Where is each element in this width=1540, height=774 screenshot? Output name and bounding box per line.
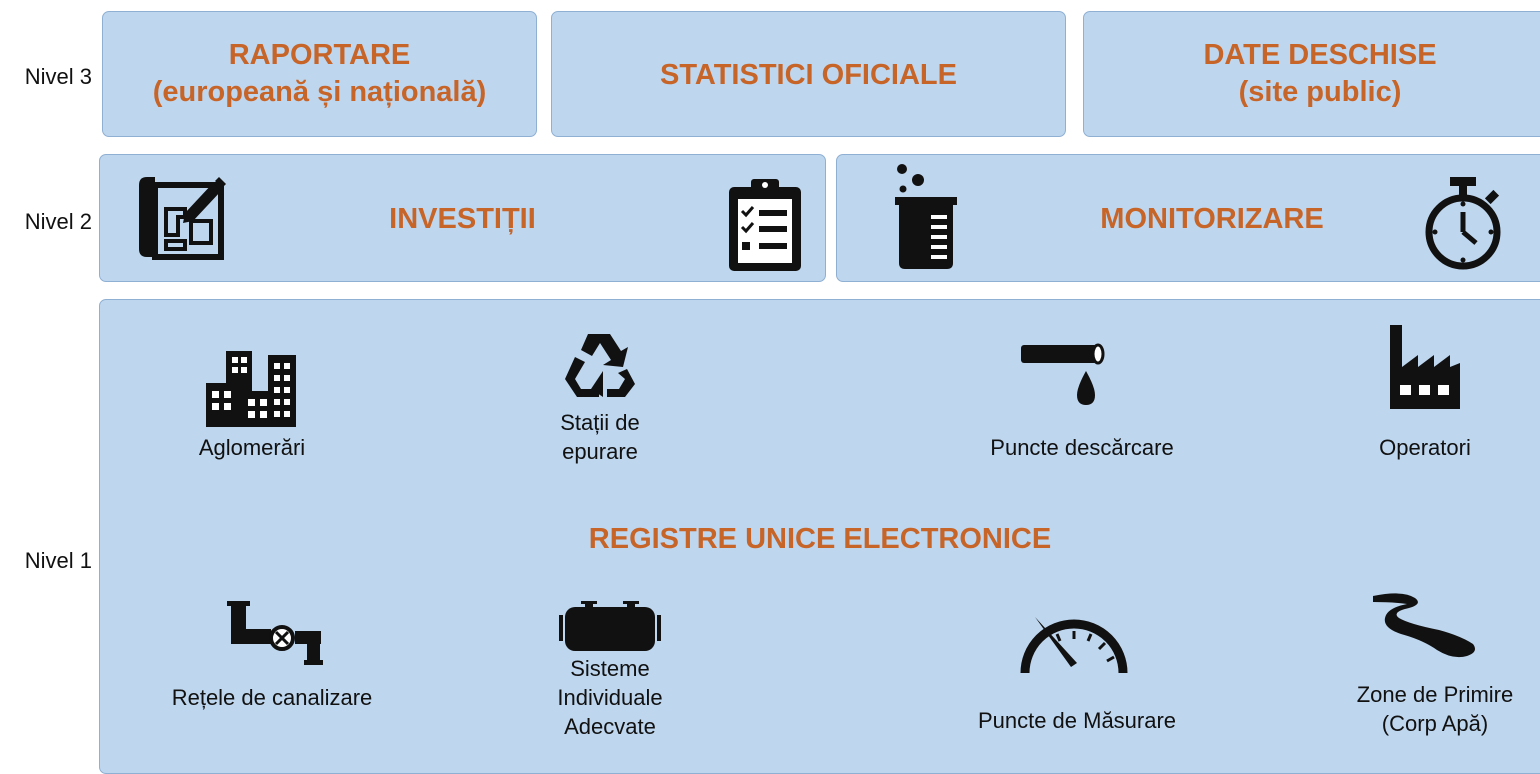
date-deschise-title: DATE DESCHISE (site public) bbox=[1203, 39, 1437, 108]
aglomerari-label: Aglomerări bbox=[198, 435, 306, 460]
gauge-icon bbox=[1019, 603, 1129, 679]
zone-primire-label: Zone de Primire (Corp Apă) bbox=[1356, 682, 1514, 736]
registre-box: Aglomerări Stații de epurare Puncte desc… bbox=[99, 299, 1540, 774]
level-label-2: Nivel 2 bbox=[24, 209, 92, 234]
date-deschise-box: DATE DESCHISE (site public) bbox=[1083, 11, 1540, 137]
monitorizare-title: MONITORIZARE bbox=[1100, 203, 1324, 235]
statistici-title: STATISTICI OFICIALE bbox=[660, 59, 957, 91]
stopwatch-icon bbox=[1422, 175, 1508, 271]
buildings-icon bbox=[204, 351, 300, 427]
puncte-masurare-label: Puncte de Măsurare bbox=[977, 708, 1177, 733]
investitii-box: INVESTIȚII bbox=[99, 154, 826, 282]
puncte-descarcare-label: Puncte descărcare bbox=[990, 435, 1174, 460]
retele-canalizare-label: Rețele de canalizare bbox=[171, 685, 373, 710]
blueprint-icon bbox=[133, 173, 229, 263]
investitii-title: INVESTIȚII bbox=[389, 203, 536, 235]
registre-title: REGISTRE UNICE ELECTRONICE bbox=[588, 523, 1052, 555]
statii-epurare-label: Stații de epurare bbox=[560, 410, 640, 464]
beaker-icon bbox=[889, 159, 969, 271]
statistici-box: STATISTICI OFICIALE bbox=[551, 11, 1066, 137]
clipboard-checklist-icon bbox=[725, 175, 805, 275]
monitorizare-box: MONITORIZARE bbox=[836, 154, 1540, 282]
sisteme-individuale-label: Sisteme Individuale Adecvate bbox=[557, 656, 663, 739]
factory-icon bbox=[1388, 323, 1462, 409]
discharge-pipe-icon bbox=[1019, 343, 1107, 409]
tank-icon bbox=[557, 601, 663, 655]
river-icon bbox=[1369, 590, 1479, 664]
level-label-1: Nivel 1 bbox=[24, 548, 92, 573]
raportare-title: RAPORTARE (europeană și națională) bbox=[152, 39, 487, 108]
raportare-box: RAPORTARE (europeană și națională) bbox=[102, 11, 537, 137]
operatori-label: Operatori bbox=[1379, 435, 1471, 460]
recycle-icon bbox=[563, 329, 637, 399]
level-label-3: Nivel 3 bbox=[24, 64, 92, 89]
pipe-valve-icon bbox=[221, 601, 323, 671]
